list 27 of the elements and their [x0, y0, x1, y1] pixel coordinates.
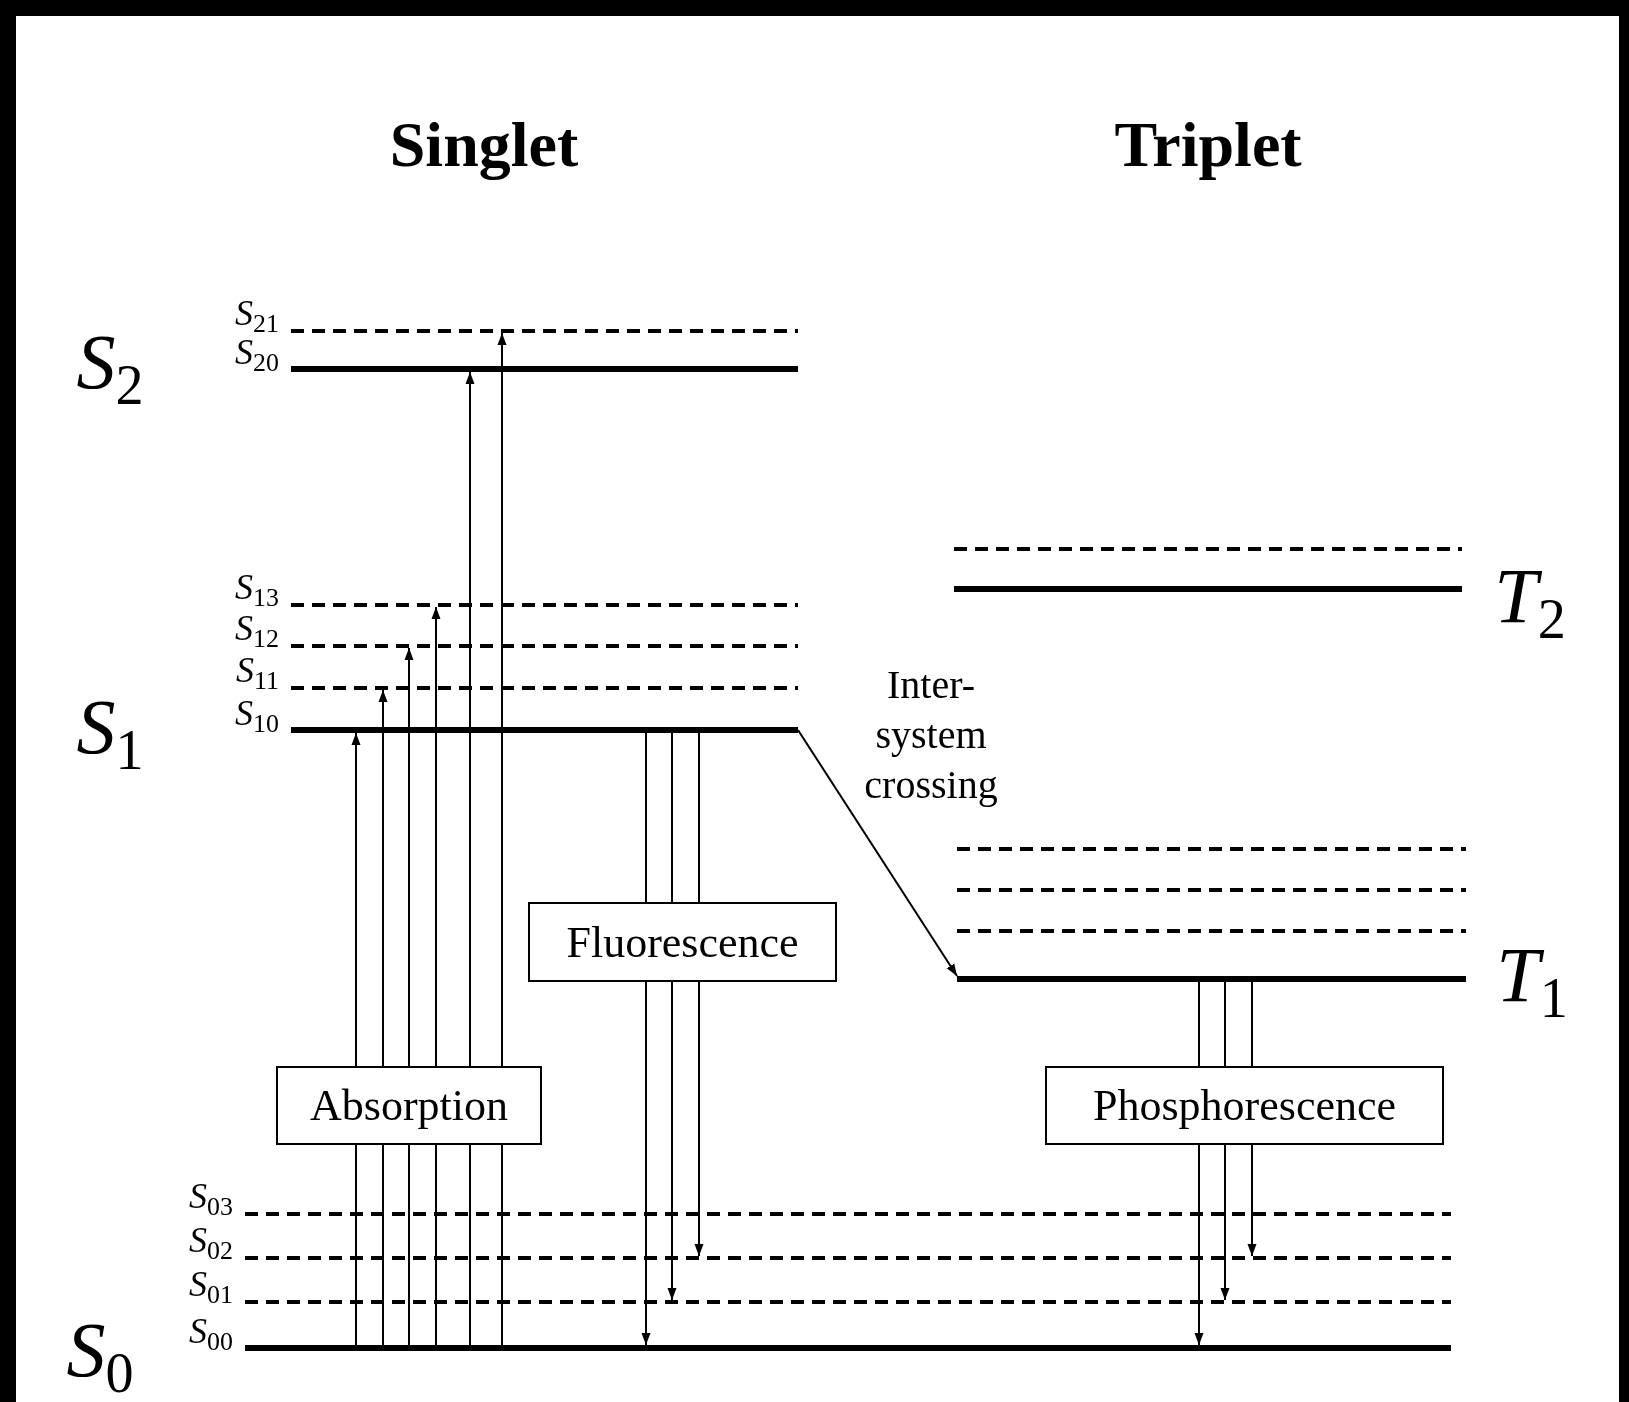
- level-label: S$_{21}$: [235, 295, 279, 331]
- arrow: [431, 606, 441, 1067]
- process-box: Absorption: [276, 1066, 542, 1145]
- level-label: S$_{00}$: [189, 1313, 233, 1349]
- level-label: S$_{11}$: [236, 652, 279, 688]
- process-box: Fluorescence: [528, 902, 837, 982]
- arrow: [351, 732, 361, 1067]
- level-label: S$_{02}$: [189, 1222, 233, 1258]
- level-label: S$_{01}$: [189, 1266, 233, 1302]
- level-label: S$_{12}$: [235, 610, 279, 646]
- arrow: [465, 371, 475, 1067]
- level-label: S$_{20}$: [235, 334, 279, 370]
- arrow: [378, 689, 388, 1067]
- level-label: S$_{03}$: [189, 1178, 233, 1214]
- arrow: [1194, 1144, 1204, 1346]
- arrow: [667, 981, 677, 1301]
- process-box: Phosphorescence: [1045, 1066, 1444, 1145]
- edge-label: Inter- system crossing: [863, 661, 999, 809]
- arrow: [497, 332, 507, 1067]
- level-label: S$_{10}$: [235, 695, 279, 731]
- arrow: [1220, 1144, 1230, 1301]
- arrow: [694, 981, 704, 1257]
- arrow: [404, 647, 414, 1067]
- level-label: S$_{13}$: [235, 569, 279, 605]
- arrow: [797, 729, 958, 977]
- arrow: [641, 981, 651, 1346]
- arrow: [1247, 1144, 1257, 1257]
